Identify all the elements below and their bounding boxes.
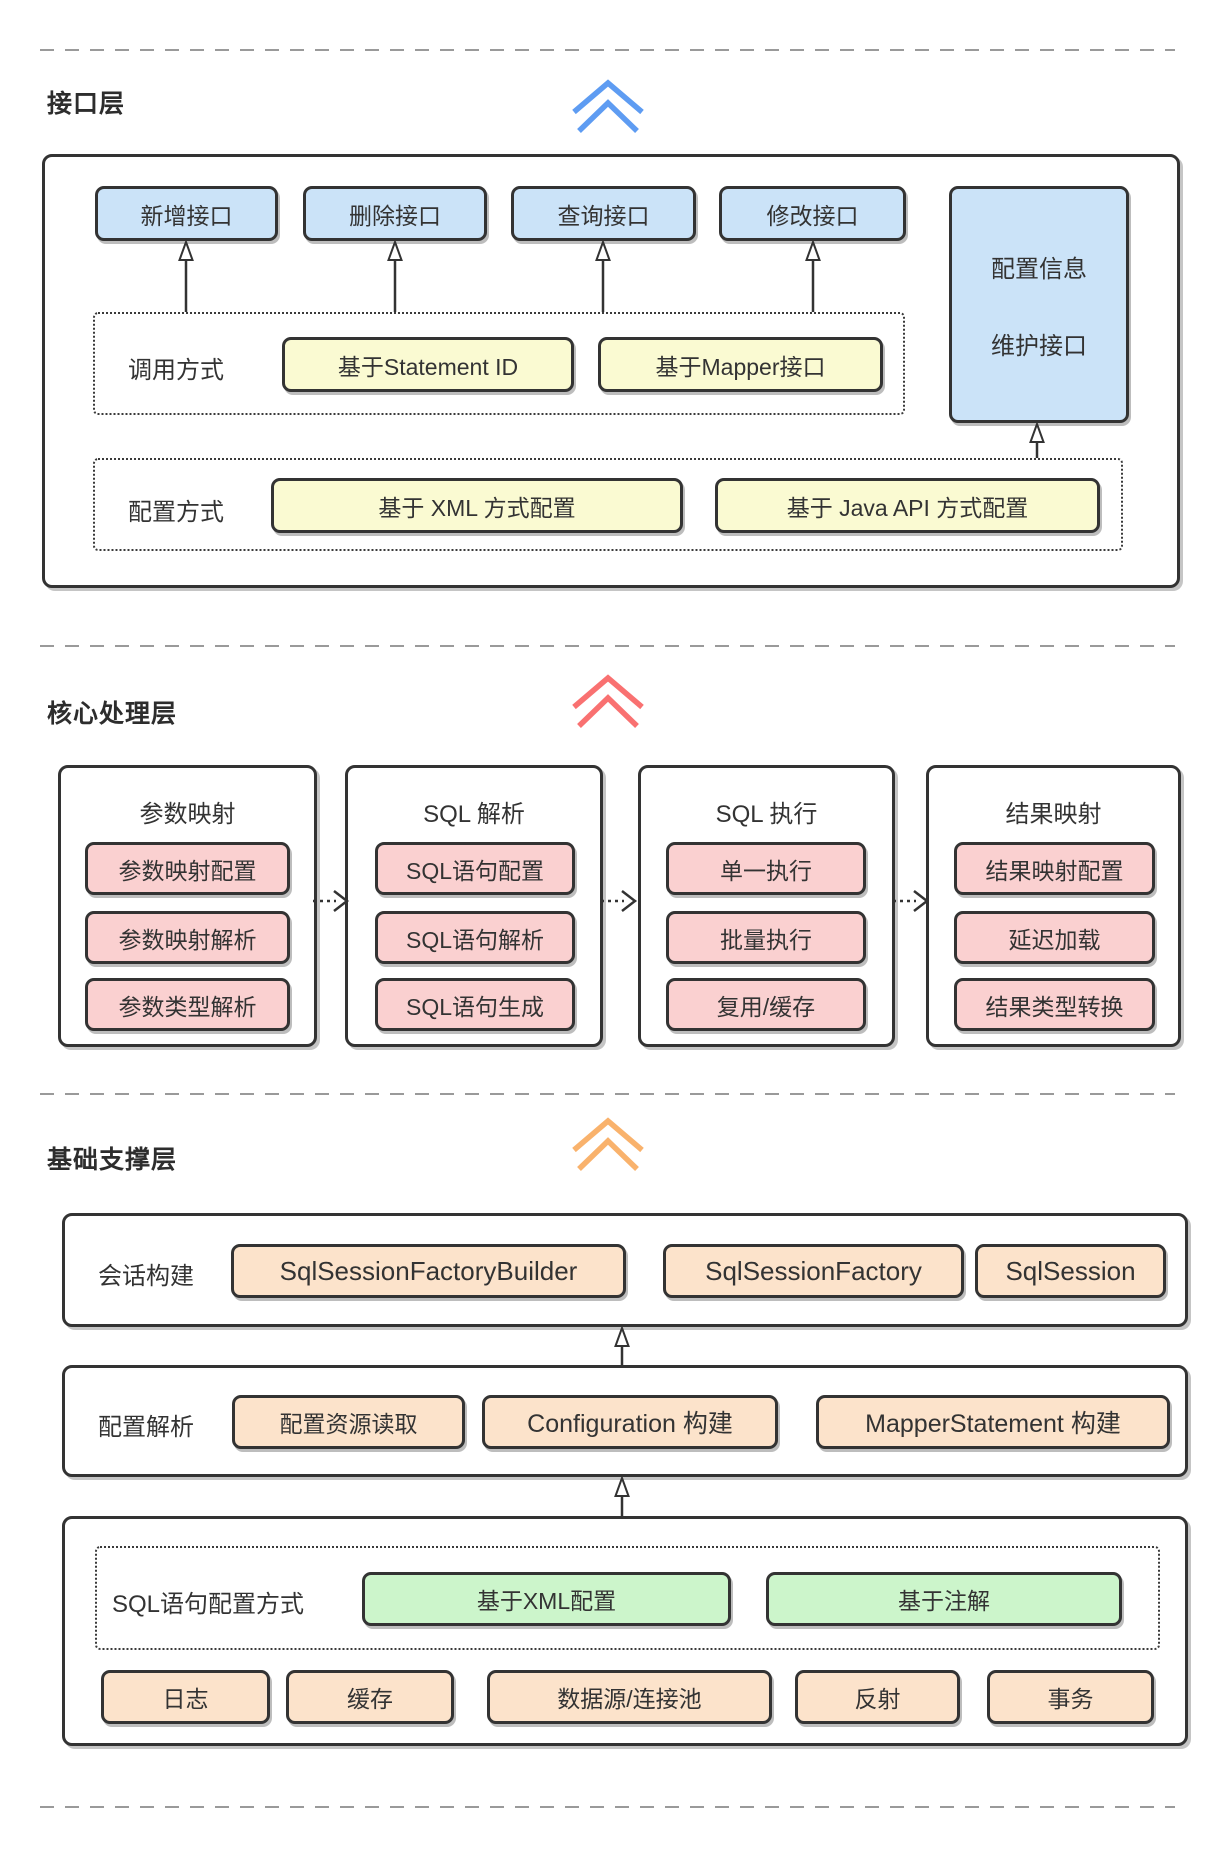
- core-item: 结果映射配置: [954, 842, 1155, 895]
- invoke-method-label: 调用方式: [128, 357, 224, 384]
- support-box-reflection: 反射: [795, 1670, 960, 1724]
- sql-config-annotation-box: 基于注解: [766, 1572, 1122, 1626]
- separator-base: [40, 1093, 1175, 1095]
- core-column-param-mapping: 参数映射 参数映射配置 参数映射解析 参数类型解析: [58, 765, 317, 1047]
- core-layer-title: 核心处理层: [47, 700, 178, 728]
- core-item: 参数类型解析: [85, 978, 290, 1031]
- arrow-up-icon: [614, 1475, 630, 1516]
- arrow-up-icon: [614, 1325, 630, 1365]
- core-column-sql-execute: SQL 执行 单一执行 批量执行 复用/缓存: [638, 765, 895, 1047]
- invoke-by-mapper-box: 基于Mapper接口: [598, 337, 883, 392]
- core-column-title: 参数映射: [139, 801, 236, 828]
- arrow-up-icon: [805, 239, 821, 312]
- api-box-delete: 删除接口: [303, 186, 487, 241]
- config-info-line2: 维护接口: [991, 332, 1087, 360]
- arrow-up-icon: [178, 239, 194, 312]
- chevron-up-icon-orange: [572, 1117, 644, 1171]
- core-item: 复用/缓存: [666, 978, 866, 1031]
- core-column-sql-parse: SQL 解析 SQL语句配置 SQL语句解析 SQL语句生成: [345, 765, 603, 1047]
- arrow-up-icon: [387, 239, 403, 312]
- support-box-datasource: 数据源/连接池: [487, 1670, 772, 1724]
- api-box-query: 查询接口: [511, 186, 696, 241]
- config-resource-read-box: 配置资源读取: [232, 1395, 465, 1449]
- core-item: 延迟加载: [954, 911, 1155, 964]
- sqlsessionfactorybuilder-box: SqlSessionFactoryBuilder: [231, 1244, 626, 1298]
- separator-core: [40, 645, 1175, 647]
- config-parse-label: 配置解析: [98, 1414, 194, 1441]
- dotted-arrow-right-icon: [313, 890, 350, 912]
- support-box-cache: 缓存: [286, 1670, 454, 1724]
- configuration-build-box: Configuration 构建: [482, 1395, 778, 1449]
- dotted-arrow-right-icon: [893, 890, 930, 912]
- arrow-up-icon: [595, 239, 611, 312]
- support-box-logging: 日志: [101, 1670, 270, 1724]
- config-by-xml-box: 基于 XML 方式配置: [271, 478, 683, 533]
- config-info-line1: 配置信息: [991, 255, 1087, 283]
- config-by-java-api-box: 基于 Java API 方式配置: [715, 478, 1100, 533]
- config-method-label: 配置方式: [128, 499, 224, 526]
- separator-bottom: [40, 1806, 1175, 1808]
- arrow-up-icon: [1029, 421, 1045, 458]
- api-box-add: 新增接口: [95, 186, 278, 241]
- core-item: 批量执行: [666, 911, 866, 964]
- core-item: 参数映射配置: [85, 842, 290, 895]
- core-column-result-mapping: 结果映射 结果映射配置 延迟加载 结果类型转换: [926, 765, 1181, 1047]
- chevron-up-icon-red: [572, 674, 644, 728]
- core-item: SQL语句配置: [375, 842, 575, 895]
- core-item: SQL语句解析: [375, 911, 575, 964]
- core-column-title: 结果映射: [1005, 801, 1102, 828]
- sql-config-xml-box: 基于XML配置: [362, 1572, 731, 1626]
- api-box-update: 修改接口: [719, 186, 906, 241]
- invoke-by-statement-id-box: 基于Statement ID: [282, 337, 574, 392]
- mapperstatement-build-box: MapperStatement 构建: [816, 1395, 1170, 1449]
- core-item: SQL语句生成: [375, 978, 575, 1031]
- sqlsession-box: SqlSession: [975, 1244, 1166, 1298]
- separator-top: [40, 49, 1175, 51]
- core-item: 单一执行: [666, 842, 866, 895]
- interface-layer-title: 接口层: [47, 90, 126, 118]
- core-column-title: SQL 执行: [715, 801, 818, 828]
- support-box-transaction: 事务: [987, 1670, 1154, 1724]
- sqlsessionfactory-box: SqlSessionFactory: [663, 1244, 964, 1298]
- dotted-arrow-right-icon: [601, 890, 638, 912]
- chevron-up-icon-blue: [572, 79, 644, 133]
- core-item: 结果类型转换: [954, 978, 1155, 1031]
- sql-config-method-label: SQL语句配置方式: [112, 1591, 305, 1618]
- core-item: 参数映射解析: [85, 911, 290, 964]
- base-layer-title: 基础支撑层: [47, 1146, 178, 1174]
- core-column-title: SQL 解析: [423, 801, 525, 828]
- config-info-maintenance-box: 配置信息 维护接口: [949, 186, 1129, 423]
- session-build-label: 会话构建: [98, 1263, 194, 1290]
